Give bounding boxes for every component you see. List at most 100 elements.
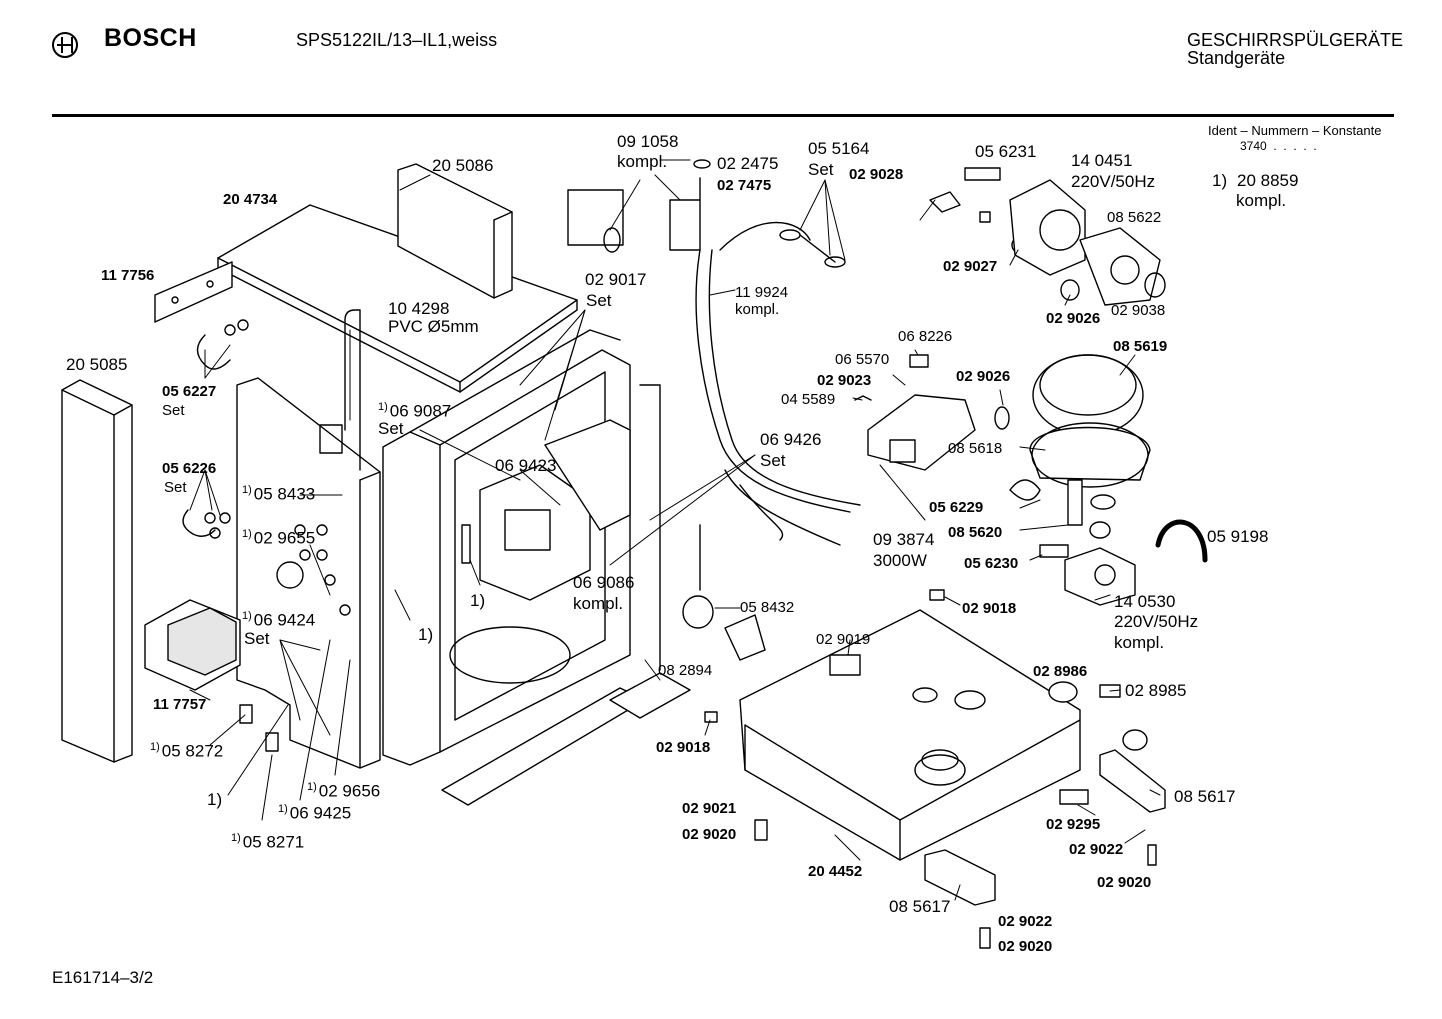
model-number: SPS5122IL/13–IL1,weiss: [296, 30, 498, 50]
door-switch: [682, 595, 766, 661]
drain-pump: [1039, 544, 1136, 606]
part-label: 220V/50Hz: [1071, 172, 1156, 191]
inner-door-panel: [236, 309, 381, 769]
part-label: 06 8226: [898, 328, 953, 345]
base-rail-back: [609, 672, 691, 719]
category-title: GESCHIRRSPÜLGERÄTE: [1187, 30, 1404, 50]
part-label: 3000W: [873, 551, 927, 570]
part-label: 05 6231: [975, 142, 1037, 161]
part-label: 20 5086: [432, 156, 494, 175]
part-label: 20 4452: [808, 863, 863, 880]
footnote-ref: 1): [278, 803, 288, 815]
circulation-pump: [1009, 179, 1086, 276]
part-label: 08 5617: [889, 897, 951, 916]
part-label: 02 9026: [956, 368, 1011, 385]
part-label: 05 5164: [808, 139, 870, 158]
part-label: Set: [378, 419, 404, 438]
part-label: kompl.: [617, 152, 668, 171]
part-label: 02 9018: [656, 739, 711, 756]
part-label: 05 8433: [253, 484, 316, 504]
part-label: 04 5589: [781, 391, 836, 408]
brand-logo-icon: [52, 32, 78, 58]
part-label: Set: [164, 479, 187, 496]
part-label: 09 3874: [873, 530, 935, 549]
side-panel-left: [61, 379, 133, 763]
hose-clamps: [779, 229, 846, 268]
drain-hose: [695, 221, 861, 546]
part-label: 05 6229: [929, 499, 984, 516]
rear-panel: [397, 163, 513, 299]
part-label: Set: [760, 451, 786, 470]
part-label: 02 9020: [1097, 874, 1152, 891]
footnote-ref: 1): [207, 790, 223, 809]
bracket-upper: [154, 261, 233, 323]
part-label: 02 2475: [717, 154, 779, 173]
footnote-ref: 1): [242, 610, 252, 622]
part-label: 02 9295: [1046, 816, 1101, 833]
side-bracket: [1099, 749, 1166, 813]
base-rail-front: [441, 687, 646, 806]
inlet-valve: [669, 159, 711, 251]
part-label: 05 8271: [242, 832, 305, 852]
part-label: 11 9924: [735, 284, 789, 301]
part-label: Set: [244, 629, 270, 648]
part-label: 02 8986: [1033, 663, 1088, 680]
part-label: 02 7475: [717, 177, 772, 194]
part-label: 06 9426: [760, 430, 822, 449]
part-label: 02 9018: [962, 600, 1017, 617]
part-label: 06 9087: [389, 401, 452, 421]
part-label: 02 8985: [1125, 681, 1187, 700]
part-label: 02 9021: [682, 800, 737, 817]
part-label: 02 9022: [998, 913, 1053, 930]
part-label: 08 5617: [1174, 787, 1236, 806]
part-label: 05 8272: [161, 741, 224, 761]
part-label: 220V/50Hz: [1114, 612, 1199, 631]
clamp-band: [1155, 519, 1208, 563]
part-label: 11 7756: [101, 267, 155, 284]
part-label: 02 9023: [817, 372, 872, 389]
part-label: 06 9425: [289, 803, 352, 823]
footnote-mark: 1): [1212, 171, 1228, 190]
part-label: 02 9026: [1046, 310, 1101, 327]
insulation-block: [144, 599, 241, 691]
part-label: 20 5085: [66, 355, 128, 374]
part-label: 06 9424: [253, 610, 316, 630]
part-label: 14 0530: [1114, 592, 1176, 611]
header-divider: [52, 114, 1394, 117]
part-label: 02 9028: [849, 166, 904, 183]
footnote-note: kompl.: [1236, 191, 1287, 210]
part-label: kompl.: [573, 594, 624, 613]
part-label: kompl.: [735, 301, 780, 318]
part-label: 02 9038: [1111, 302, 1166, 319]
part-label: 11 7757: [153, 696, 207, 713]
dispenser-module: [479, 419, 631, 601]
part-label: 06 5570: [835, 351, 890, 368]
footnote-ref: 1): [150, 741, 160, 753]
category-subtitle: Standgeräte: [1187, 48, 1286, 68]
part-label: 02 9655: [253, 528, 316, 548]
hose-set-lower: [182, 509, 231, 539]
footnote-ref: 1): [242, 528, 252, 540]
part-label: Set: [162, 402, 185, 419]
part-label: 10 4298: [388, 299, 450, 318]
part-label: 02 9022: [1069, 841, 1124, 858]
footnote-ref: 1): [470, 591, 486, 610]
part-label: 06 9086: [573, 573, 635, 592]
part-label: Set: [808, 160, 834, 179]
salt-container: [567, 189, 624, 253]
foot-screws: [239, 704, 279, 752]
drawing-id: E161714–3/2: [52, 968, 154, 987]
part-label: 05 9198: [1207, 527, 1269, 546]
brand-name: BOSCH: [104, 24, 197, 52]
part-label: 02 9027: [943, 258, 998, 275]
part-label: 08 5622: [1107, 209, 1162, 226]
part-label: 02 9019: [816, 631, 871, 648]
part-label: 02 9656: [318, 781, 381, 801]
ident-title: Ident – Nummern – Konstante: [1208, 123, 1382, 138]
part-label: 14 0451: [1071, 151, 1133, 170]
part-label: 02 9020: [682, 826, 737, 843]
pump-cover: [1060, 227, 1166, 306]
footnote-ref: 1): [242, 484, 252, 496]
footnote-ref: 1): [231, 832, 241, 844]
